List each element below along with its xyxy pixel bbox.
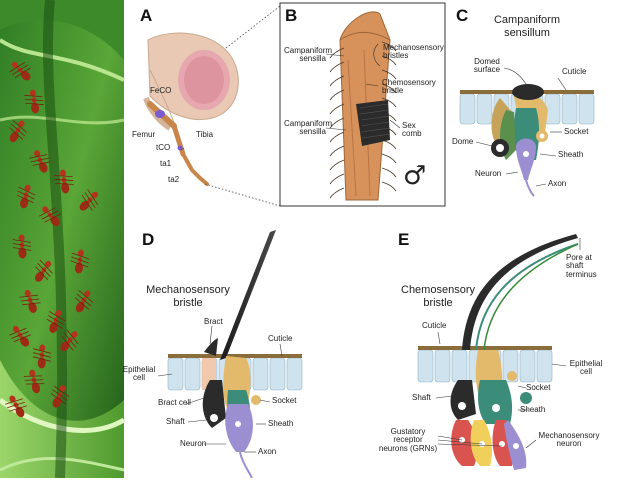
- ant-icon: [16, 184, 36, 209]
- ant-icon: [12, 234, 32, 259]
- ant-icon: [9, 61, 31, 81]
- mechanosensory-bristle: [168, 230, 302, 479]
- shaft-d-label: Shaft: [166, 417, 185, 426]
- ant-icon: [39, 206, 61, 227]
- sheath-d-label: Sheath: [268, 419, 294, 428]
- grn-label: Gustatory receptor neurons (GRNs): [378, 427, 438, 453]
- tibia-pointer: [180, 147, 185, 151]
- panel-d-pointers: [157, 325, 283, 453]
- ant-icon: [74, 290, 94, 313]
- socket-d-label: Socket: [272, 396, 297, 405]
- bract-label: Bract: [204, 317, 223, 326]
- ant-icon: [60, 329, 79, 352]
- pore-label: Pore at shaft terminus: [566, 253, 597, 279]
- ant-icon: [23, 369, 45, 394]
- ant-icon: [24, 89, 44, 114]
- sheath-e-label: Sheath: [520, 405, 546, 414]
- panel-c-letter: C: [456, 6, 469, 25]
- fly-leg-illustration: [147, 101, 209, 186]
- chemosensory-bristle-label: Chemosensory bristle: [382, 78, 436, 96]
- sex-comb-illustration: [356, 100, 391, 146]
- neuron-c-label: Neuron: [475, 169, 502, 178]
- axon-c-label: Axon: [548, 179, 567, 188]
- panel-d-letter: D: [142, 230, 155, 249]
- bract-cell-label: Bract cell: [158, 398, 191, 407]
- fly-head-illustration: [143, 32, 239, 131]
- epithelial-cell-e-label: Epithelial cell: [569, 359, 603, 377]
- feco-label: FeCO: [150, 86, 172, 95]
- socket-c-label: Socket: [564, 127, 589, 136]
- ant-icon: [79, 189, 99, 211]
- ant-icon: [19, 289, 41, 313]
- panel-c-pointers: [475, 67, 567, 187]
- callout-line-top: [225, 5, 281, 49]
- femur-label: Femur: [132, 130, 156, 139]
- cuticle-e-label: Cuticle: [422, 321, 447, 330]
- panel-a-letter: A: [140, 6, 153, 25]
- axon-d-label: Axon: [258, 447, 277, 456]
- mechanosensory-neuron-label: Mechanosensory neuron: [538, 431, 600, 449]
- cuticle-d-label: Cuticle: [268, 334, 293, 343]
- ant-icon: [46, 309, 66, 333]
- campaniform-sensilla-top-label: Campaniform sensilla: [284, 46, 333, 64]
- dome-label: Dome: [452, 137, 474, 146]
- epithelial-cell-d-label: Epithelial cell: [122, 365, 156, 383]
- shaft-e-label: Shaft: [412, 393, 431, 402]
- tco-label: tCO: [156, 143, 171, 152]
- ant-icon: [8, 120, 28, 143]
- domed-surface-label: Domed surface: [473, 57, 501, 75]
- ant-icon: [9, 325, 31, 347]
- neuron-d-label: Neuron: [180, 439, 207, 448]
- ta1-label: ta1: [160, 159, 172, 168]
- panel-e-pointers: [435, 238, 581, 449]
- panel-b-letter: B: [285, 6, 298, 25]
- socket-e-label: Socket: [526, 383, 551, 392]
- ant-icon: [35, 259, 53, 282]
- panel-b-pointers: [325, 43, 401, 131]
- tibia-label: Tibia: [196, 130, 214, 139]
- ant-icon: [29, 150, 51, 173]
- panel-c-title: Campaniform sensillum: [493, 14, 561, 39]
- campaniform-sensillum: [460, 84, 594, 197]
- ant-chain: [5, 61, 99, 418]
- chemosensory-bristle: [418, 234, 579, 470]
- sex-comb-label: Sex comb: [402, 121, 422, 139]
- ant-icon: [32, 344, 52, 369]
- ant-icon: [5, 395, 27, 418]
- cuticle-c-label: Cuticle: [562, 67, 587, 76]
- mechanosensory-bristles-label: Mechanosensory bristles: [383, 43, 444, 61]
- callout-line-bottom: [204, 183, 281, 207]
- ant-icon: [54, 169, 74, 194]
- panel-e-letter: E: [398, 230, 410, 249]
- ant-icon: [70, 249, 90, 274]
- ta2-label: ta2: [168, 175, 180, 184]
- sheath-c-label: Sheath: [558, 150, 584, 159]
- male-symbol-icon: ♂: [403, 161, 427, 191]
- leg-bristles: [329, 41, 397, 199]
- panel-e-title: Chemosensory bristle: [401, 284, 475, 309]
- campaniform-sensilla-bottom-label: Campaniform sensilla: [284, 119, 333, 137]
- panel-d-title: Mechanosensory bristle: [146, 284, 230, 309]
- ant-icon: [50, 385, 70, 408]
